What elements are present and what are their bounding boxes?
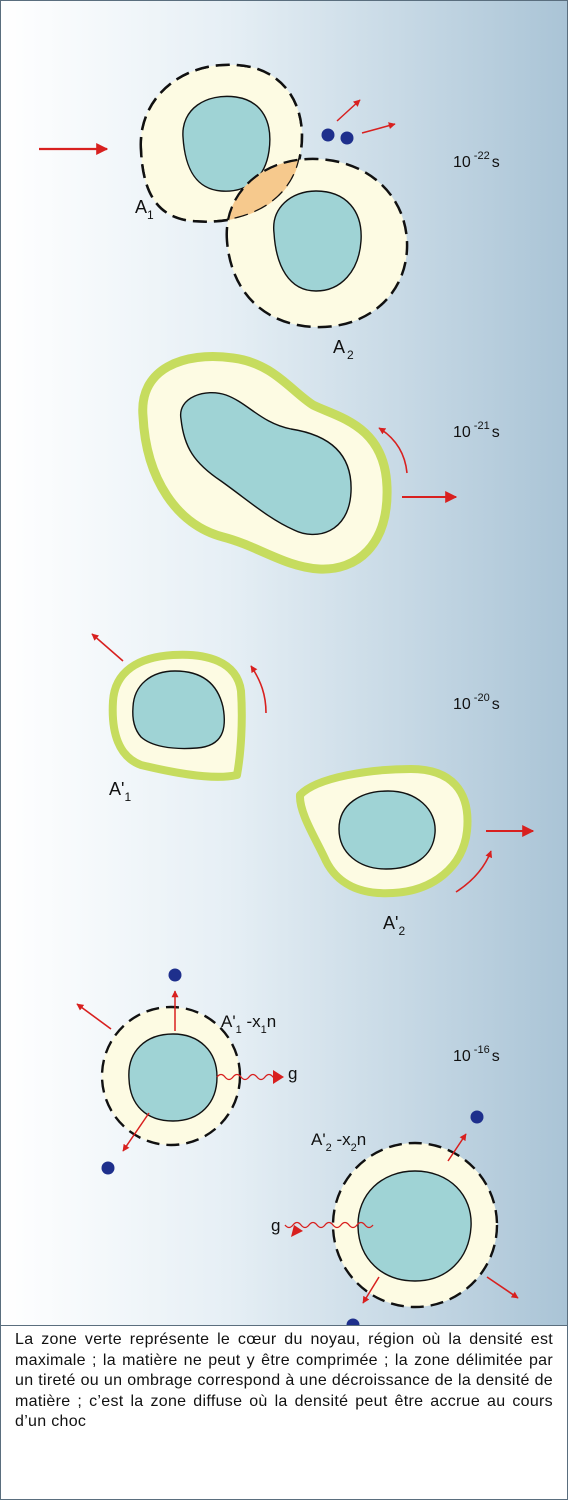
label-a1: A1 (135, 197, 154, 222)
motion-arrow (76, 1003, 112, 1030)
core-a2-x2n (357, 1170, 472, 1282)
nucleus-a1-x1n (100, 1005, 242, 1147)
neutron (470, 1110, 484, 1124)
neutron (168, 968, 182, 982)
gamma-wave (284, 1221, 374, 1229)
caption: La zone verte représente le cœur du noya… (1, 1325, 567, 1499)
nucleus-a2-prime (296, 765, 472, 898)
neutron-arrow (447, 1133, 467, 1162)
gamma-arrowhead (291, 1225, 303, 1237)
gamma-wave (216, 1073, 282, 1081)
label-a1-x1n: A'1 -x1n (221, 1012, 276, 1036)
nucleus-a1-prime (108, 650, 246, 781)
neutron (321, 128, 335, 142)
core-a2 (273, 190, 362, 292)
core-a2-prime (338, 790, 436, 870)
core-a1-prime (132, 670, 226, 750)
label-a2-prime: A'2 (383, 913, 405, 938)
neutron (340, 131, 354, 145)
gamma-arrowhead (273, 1070, 284, 1084)
core-a1-x1n (128, 1033, 218, 1122)
nucleus-a2-x2n (331, 1141, 499, 1309)
a1-boundary-over-a2 (140, 64, 303, 222)
overlap-zone (225, 157, 303, 222)
neutron-arrow (361, 122, 396, 134)
motion-arrow (486, 1276, 519, 1299)
neutron-arrow (362, 1276, 380, 1304)
neutron (101, 1161, 115, 1175)
rotation-arrow (250, 665, 267, 714)
label-a1-prime: A'1 (109, 779, 131, 804)
neutron-arrow (336, 99, 361, 122)
core-a1 (182, 95, 271, 192)
gamma-label: g (271, 1216, 280, 1235)
gamma-label: g (288, 1064, 297, 1083)
fused-nucleus-core (180, 391, 352, 536)
label-a2-x2n: A'2 -x2n (311, 1130, 366, 1154)
neutron-arrow (122, 1112, 150, 1152)
nucleus-a2 (140, 64, 409, 329)
rotation-arrow (455, 850, 493, 893)
motion-arrow (91, 633, 124, 662)
rotation-arrow (378, 427, 408, 474)
neutron (346, 1318, 360, 1325)
